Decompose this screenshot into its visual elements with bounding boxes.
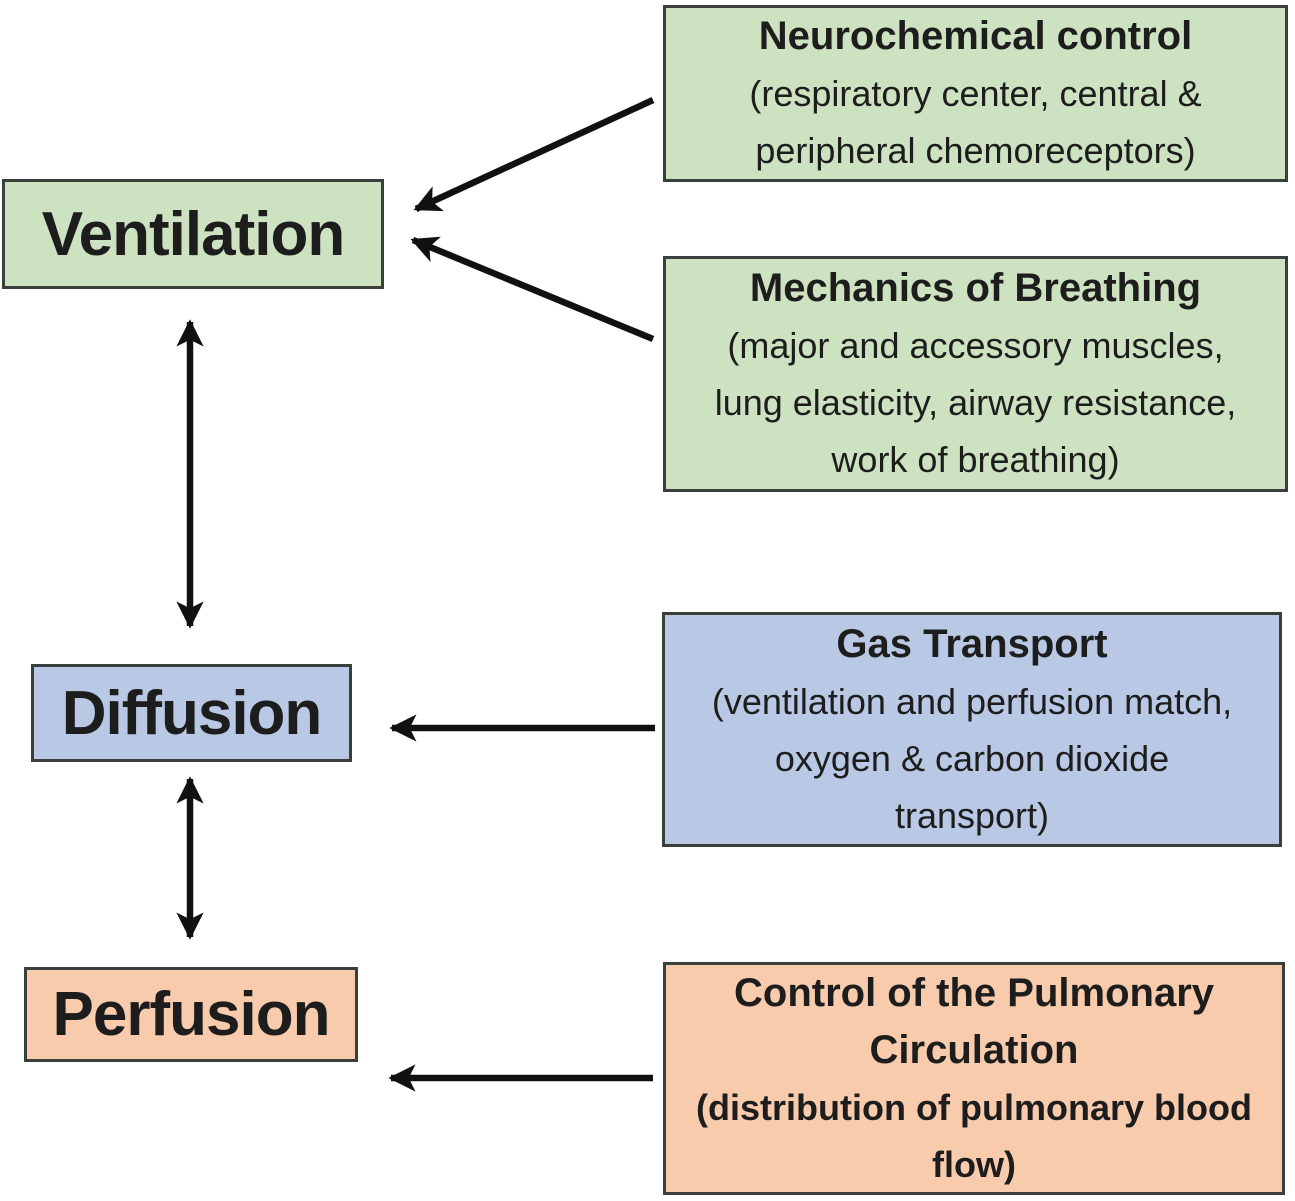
mechanics-detail: (major and accessory muscles, lung elast… xyxy=(714,325,1237,480)
mechanics-title: Mechanics of Breathing xyxy=(749,266,1202,310)
neurochemical-title: Neurochemical control xyxy=(758,14,1193,58)
arrow-neurochemical-to-ventilation xyxy=(413,97,655,212)
gas-transport-title: Gas Transport xyxy=(836,621,1108,666)
perfusion-label: Perfusion xyxy=(52,980,331,1049)
arrow-mechanics-to-ventilation xyxy=(410,236,655,343)
node-diffusion: Diffusion xyxy=(31,664,352,762)
node-mechanics-of-breathing: Mechanics of Breathing (major and access… xyxy=(663,256,1288,492)
node-neurochemical-control: Neurochemical control (respiratory cente… xyxy=(663,5,1288,182)
node-perfusion: Perfusion xyxy=(24,967,358,1062)
node-ventilation: Ventilation xyxy=(2,179,384,289)
node-gas-transport: Gas Transport (ventilation and perfusion… xyxy=(662,612,1282,847)
neurochemical-detail: (respiratory center, central & periphera… xyxy=(749,73,1202,171)
gas-transport-detail: (ventilation and perfusion match, oxygen… xyxy=(711,680,1233,836)
node-control-pulmonary-circulation: Control of the Pulmonary Circulation (di… xyxy=(663,962,1285,1195)
pulmonary-circulation-title: Control of the Pulmonary Circulation xyxy=(734,970,1214,1072)
ventilation-label: Ventilation xyxy=(41,199,345,269)
pulmonary-circulation-detail: (distribution of pulmonary blood flow) xyxy=(696,1086,1252,1185)
diffusion-label: Diffusion xyxy=(61,678,323,748)
